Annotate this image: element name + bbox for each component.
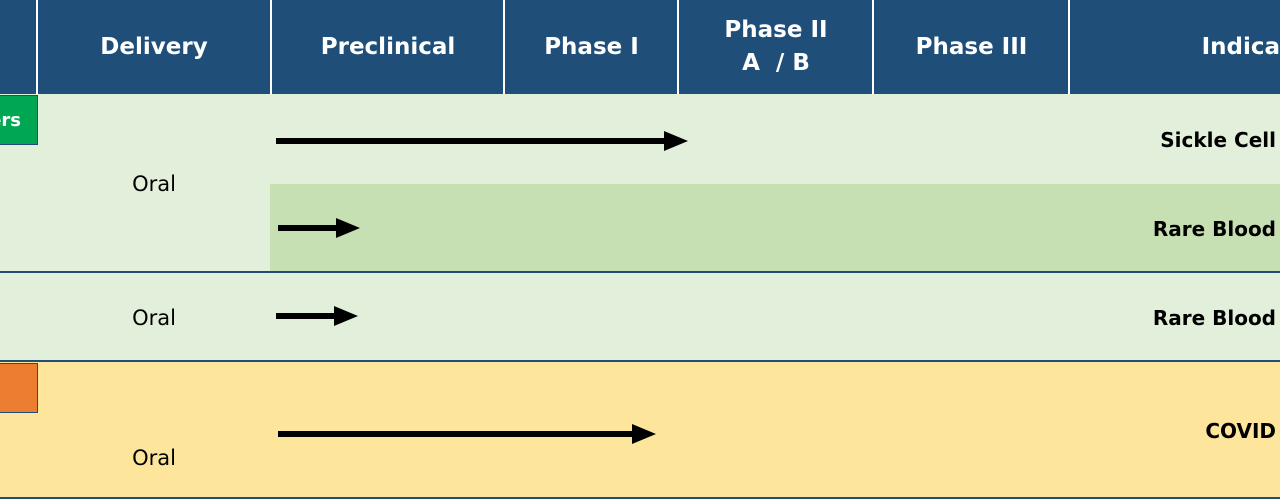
row-2-band: [0, 273, 1280, 361]
header-phase3-label: Phase III: [915, 33, 1028, 60]
header-phase3: Phase III: [872, 0, 1069, 94]
row-1-delivery: Oral: [132, 172, 176, 196]
table-header: Delivery Preclinical Phase I Phase II A …: [0, 0, 1280, 94]
row-1-arrow-1: [276, 131, 688, 151]
row-divider-3: [0, 497, 1280, 499]
row-3-indication: COVID: [1205, 419, 1276, 443]
row-1-indication-2: Rare Blood: [1152, 217, 1276, 241]
row-3-arrow: [278, 424, 656, 444]
row-2-arrow: [276, 306, 358, 326]
header-preclinical-label: Preclinical: [320, 33, 456, 60]
row-1-category-tag: ers: [0, 95, 38, 145]
header-phase2-label-line1: Phase II: [724, 17, 828, 43]
row-1-sub-band: [270, 184, 1280, 272]
row-2-delivery: Oral: [132, 306, 176, 330]
header-indication: Indica: [1068, 0, 1280, 94]
header-blank: [0, 0, 38, 94]
header-phase2: Phase II A / B: [677, 0, 873, 94]
row-divider-2: [0, 360, 1280, 362]
header-phase2-label-line2: A / B: [742, 50, 810, 76]
header-delivery-label: Delivery: [100, 33, 208, 60]
header-phase1-label: Phase I: [544, 33, 639, 60]
header-preclinical: Preclinical: [270, 0, 504, 94]
row-2-indication: Rare Blood: [1152, 306, 1276, 330]
header-delivery: Delivery: [36, 0, 270, 94]
row-3-category-tag: [0, 363, 38, 413]
row-1-arrow-2: [278, 218, 360, 238]
header-indication-label: Indica: [1201, 33, 1280, 60]
row-1-indication-1: Sickle Cell: [1160, 128, 1276, 152]
row-1-category-label: ers: [0, 109, 21, 131]
header-phase1: Phase I: [503, 0, 678, 94]
row-3-delivery: Oral: [132, 446, 176, 470]
row-divider-1: [0, 271, 1280, 273]
